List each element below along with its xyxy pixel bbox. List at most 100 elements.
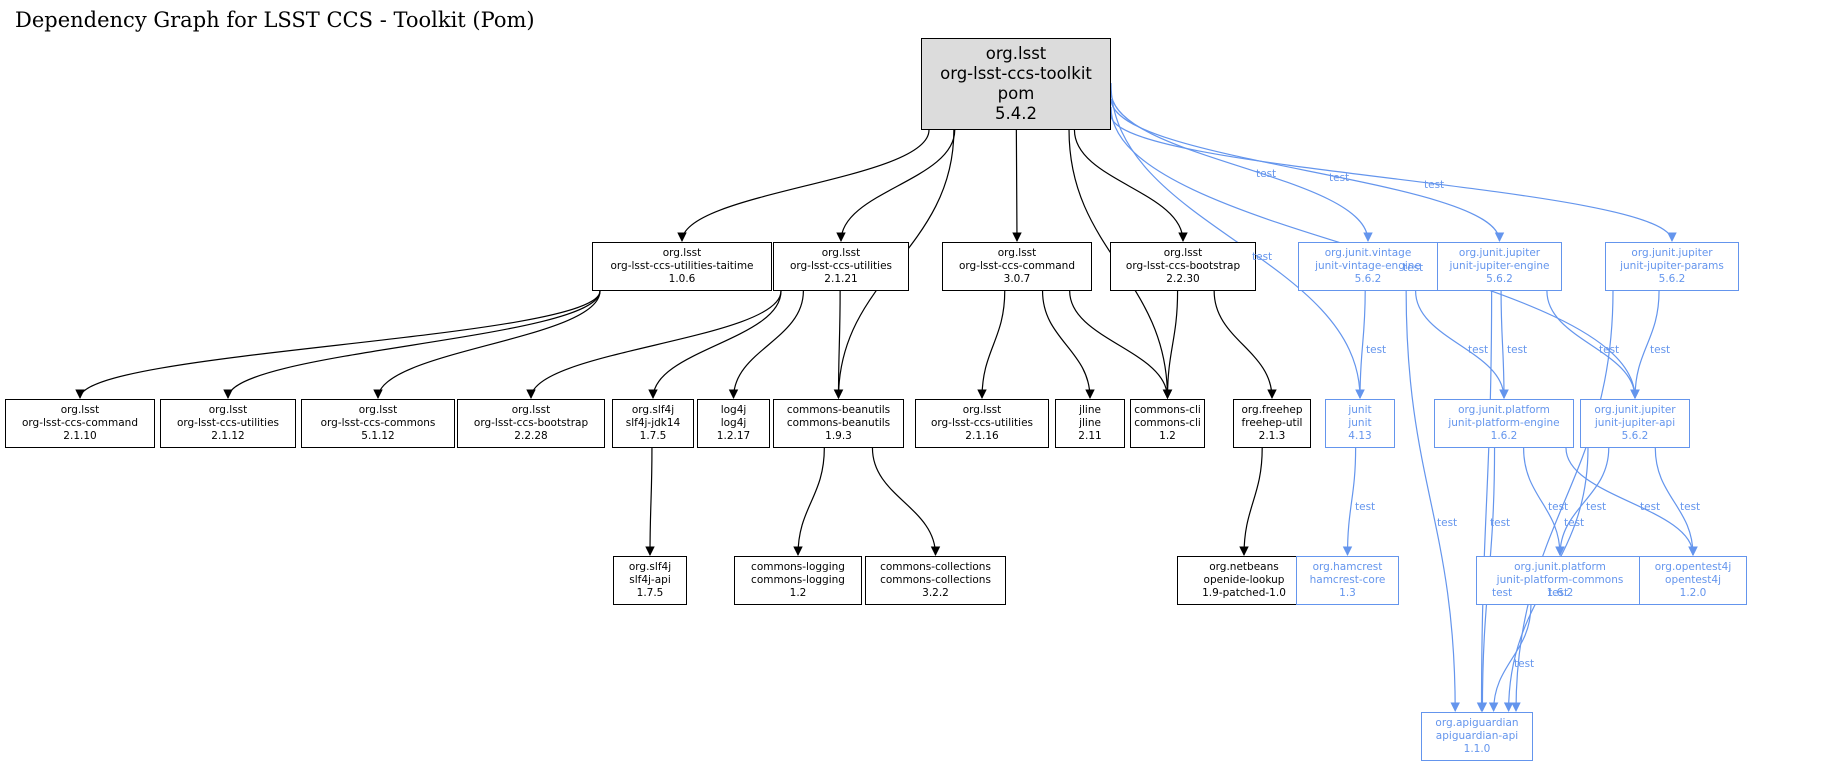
edge-root-to-taitime <box>677 129 930 242</box>
edge-jupiterparams-to-jupiterapi <box>1630 290 1660 399</box>
node-version: 1.2.0 <box>1679 587 1707 599</box>
node-version: 1.7.5 <box>639 430 667 442</box>
node-version: 2.2.28 <box>514 430 548 442</box>
edge-label-platformengine-to-apiguardian: test <box>1492 587 1513 599</box>
edge-root-to-utils2121 <box>836 129 956 242</box>
edge-platformengine-to-opentest4j <box>1565 447 1698 556</box>
node-group: org.lsst <box>662 247 702 259</box>
node-version: 2.2.30 <box>1166 273 1200 285</box>
edge-vintage-to-platformengine <box>1415 290 1509 399</box>
edge-label-root-to-jupiterapi: test <box>1403 262 1424 274</box>
node-group: org.junit.platform <box>1514 561 1606 573</box>
node-group: commons-logging <box>751 561 845 573</box>
edge-label-vintage-to-apiguardian: test <box>1437 517 1458 529</box>
edge-label-jupiterapi-to-apiguardian: test <box>1548 587 1569 599</box>
edge-taitime-to-command2110 <box>75 290 601 399</box>
edge-label-jupiterapi-to-opentest4j: test <box>1680 501 1701 513</box>
edge-bootstrap2230-to-freehep <box>1213 290 1277 399</box>
node-group: org.lsst <box>358 404 398 416</box>
node-artifact: org-lsst-ccs-utilities-taitime <box>610 260 754 272</box>
node-artifact: org-lsst-ccs-bootstrap <box>473 417 589 429</box>
node-group: org.hamcrest <box>1312 561 1383 573</box>
edge-taitime-to-utils2112 <box>223 290 601 399</box>
node-version: 3.2.2 <box>922 587 949 599</box>
node-artifact: junit-jupiter-api <box>1594 417 1676 429</box>
edge-utils2121-to-beanutils <box>833 290 844 399</box>
node-version: 1.1.0 <box>1463 743 1491 755</box>
node-group: org.junit.jupiter <box>1631 247 1713 259</box>
node-artifact: apiguardian-api <box>1435 730 1519 742</box>
node-version: 5.6.2 <box>1354 273 1382 285</box>
node-artifact: org-lsst-ccs-command <box>959 260 1075 272</box>
node-version: 1.0.6 <box>668 273 696 285</box>
node-artifact: openide-lookup <box>1203 574 1285 586</box>
node-artifact: org-lsst-ccs-bootstrap <box>1125 260 1241 272</box>
root-artifact: org-lsst-ccs-toolkit <box>940 64 1092 83</box>
edge-utils2121-to-log4j <box>728 290 804 399</box>
node-artifact: junit <box>1348 417 1372 429</box>
node-group: org.lsst <box>1163 247 1203 259</box>
node-version: 1.7.5 <box>636 587 664 599</box>
node-version: 1.2.17 <box>716 430 751 442</box>
edge-jupiterengine-to-jupiterapi <box>1546 290 1640 399</box>
node-group: org.junit.platform <box>1458 404 1550 416</box>
edge-label-jupiterparams-to-jupiterapi: test <box>1650 344 1671 356</box>
node-artifact: commons-cli <box>1134 417 1201 429</box>
node-group: org.netbeans <box>1209 561 1279 573</box>
node-group: jline <box>1079 404 1101 416</box>
node-artifact: org-lsst-ccs-utilities <box>930 417 1034 429</box>
node-group: org.opentest4j <box>1654 561 1732 573</box>
node-artifact: org-lsst-ccs-command <box>22 417 138 429</box>
node-artifact: junit-vintage-engine <box>1315 260 1421 272</box>
node-artifact: commons-beanutils <box>786 417 891 429</box>
node-artifact: junit-jupiter-engine <box>1449 260 1550 272</box>
node-group: org.lsst <box>821 247 861 259</box>
node-artifact: junit-platform-commons <box>1496 574 1624 586</box>
edge-root-to-jupiterengine <box>1110 98 1505 242</box>
edge-utils2121-to-slf4jjdk14 <box>648 290 782 399</box>
edge-jupiterapi-to-platformcommons <box>1555 447 1610 556</box>
edge-root-to-command307 <box>1012 129 1022 242</box>
node-version: 2.1.21 <box>824 273 858 285</box>
edge-label-jupiterapi-to-platformcommons: test <box>1586 501 1607 513</box>
node-group: org.lsst <box>208 404 248 416</box>
node-group: org.junit.jupiter <box>1458 247 1541 259</box>
node-artifact: commons-collections <box>880 574 991 586</box>
edge-label-platformcommons-to-apiguardian: test <box>1514 658 1535 670</box>
edge-label-root-to-jupiterparams: test <box>1424 179 1445 191</box>
node-version: 2.1.16 <box>965 430 999 442</box>
node-version: 1.2 <box>1159 430 1176 442</box>
edge-vintage-to-junit <box>1355 290 1366 399</box>
edge-freehep-to-openide <box>1239 447 1263 556</box>
node-version: 1.6.2 <box>1546 587 1574 599</box>
node-group: org.lsst <box>60 404 100 416</box>
node-artifact: org-lsst-ccs-utilities <box>789 260 893 272</box>
edge-label-jupiterengine-to-jupiterapi: test <box>1599 344 1620 356</box>
node-artifact: jline <box>1079 417 1101 429</box>
node-group: org.slf4j <box>628 561 672 573</box>
node-version: 2.11 <box>1078 430 1102 442</box>
edge-beanutils-to-logging <box>793 447 825 556</box>
graph-title: Dependency Graph for LSST CCS - Toolkit … <box>15 8 535 32</box>
node-group: commons-beanutils <box>786 404 891 416</box>
node-version: 5.6.2 <box>1621 430 1649 442</box>
